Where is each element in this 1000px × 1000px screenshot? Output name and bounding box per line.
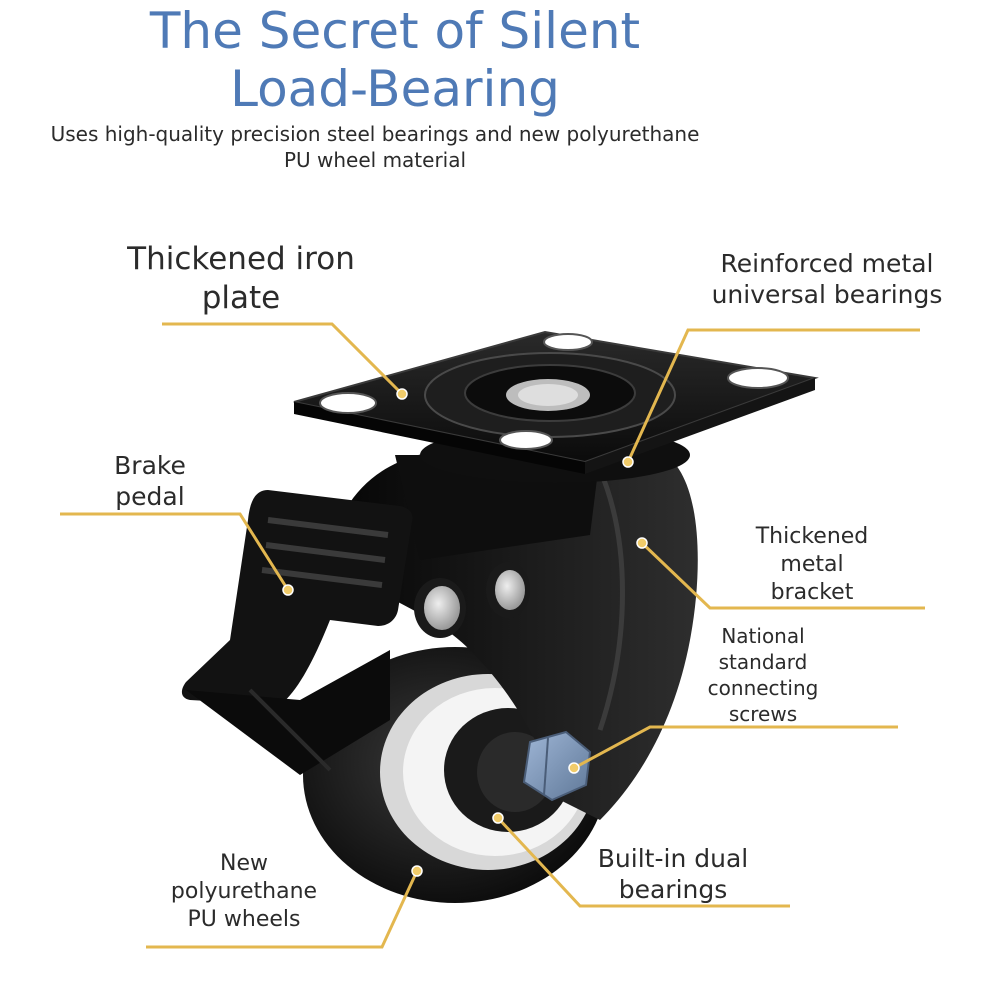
label-metal-bracket-line-3: bracket — [770, 580, 854, 605]
leader-dual-bearings — [496, 816, 790, 908]
dot-dual-bearings — [492, 812, 504, 824]
title-line-1: The Secret of Silent — [149, 2, 641, 60]
label-universal-bearings: Reinforced metal universal bearings — [696, 248, 958, 310]
dot-brake-pedal — [282, 584, 294, 596]
label-connecting-screws-line-3: connecting — [707, 676, 819, 700]
label-dual-bearings-line-2: bearings — [618, 875, 728, 904]
callout-dots — [282, 388, 648, 877]
leader-universal-bearings — [626, 328, 920, 463]
label-iron-plate-line-2: plate — [201, 280, 281, 316]
label-brake-pedal-line-1: Brake — [114, 451, 186, 480]
subtitle-line-1: Uses high-quality precision steel bearin… — [50, 122, 700, 146]
leader-connecting-screws — [573, 725, 898, 770]
label-metal-bracket-line-1: Thickened — [755, 524, 869, 549]
dot-metal-bracket — [636, 537, 648, 549]
label-metal-bracket-line-2: metal — [780, 552, 844, 577]
page-title: The Secret of Silent Load-Bearing — [0, 2, 790, 118]
label-connecting-screws-line-4: screws — [728, 702, 798, 726]
label-brake-pedal-line-2: pedal — [115, 482, 185, 511]
leader-brake-pedal — [60, 512, 290, 591]
page-subtitle: Uses high-quality precision steel bearin… — [0, 121, 750, 173]
subtitle-line-2: PU wheel material — [283, 148, 467, 172]
brake-pedal — [181, 490, 413, 775]
label-dual-bearings-line-1: Built-in dual — [597, 844, 749, 873]
leader-metal-bracket — [640, 541, 925, 610]
label-iron-plate-line-1: Thickened iron — [127, 241, 355, 277]
dot-connecting-screws — [568, 762, 580, 774]
dot-pu-wheels — [411, 865, 423, 877]
iron-plate — [293, 330, 819, 474]
leader-lines — [60, 322, 925, 949]
pivot-rivets — [414, 562, 530, 638]
label-pu-wheels: New polyurethane PU wheels — [150, 850, 338, 934]
label-connecting-screws-line-1: National — [721, 624, 805, 648]
title-line-2: Load-Bearing — [230, 60, 560, 118]
dot-universal-bearings — [622, 456, 634, 468]
label-pu-wheels-line-3: PU wheels — [187, 907, 301, 932]
label-dual-bearings: Built-in dual bearings — [585, 843, 761, 905]
label-universal-bearings-line-2: universal bearings — [711, 280, 943, 309]
label-brake-pedal: Brake pedal — [94, 450, 206, 512]
axle-bolt — [522, 730, 592, 802]
label-pu-wheels-line-1: New — [220, 851, 268, 876]
dot-iron-plate — [396, 388, 408, 400]
label-universal-bearings-line-1: Reinforced metal — [720, 249, 934, 278]
leader-pu-wheels — [146, 870, 419, 949]
leader-iron-plate — [162, 322, 404, 396]
label-iron-plate: Thickened iron plate — [110, 240, 372, 318]
label-metal-bracket: Thickened metal bracket — [742, 523, 882, 607]
label-pu-wheels-line-2: polyurethane — [170, 879, 318, 904]
label-connecting-screws: National standard connecting screws — [693, 623, 833, 727]
label-connecting-screws-line-2: standard — [718, 650, 808, 674]
